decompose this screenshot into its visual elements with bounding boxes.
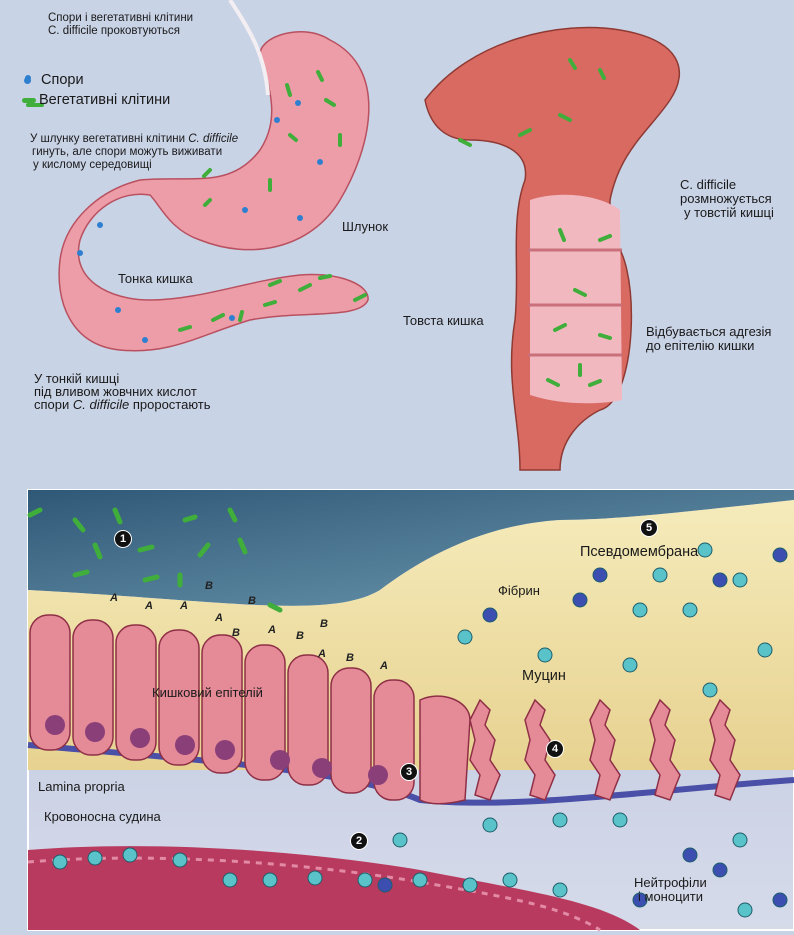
legend-vegetative: Вегетативні клітини <box>22 92 170 108</box>
toxin-b: B <box>205 580 213 592</box>
colon-note: C. difficile розмножується у товстій киш… <box>680 178 774 220</box>
adhesion-note-text: Відбувається адгезія <box>646 324 772 339</box>
toxin-a: A <box>145 600 153 612</box>
legend-vegetative-label: Вегетативні клітини <box>39 92 171 108</box>
colon-note-text: у товстій кишці <box>684 205 774 220</box>
fibrin-label: Фібрин <box>498 583 540 598</box>
toxin-a: A <box>215 612 223 624</box>
toxin-b: B <box>296 630 304 642</box>
vegetative-cells-lumen <box>27 507 283 613</box>
toxin-b: B <box>232 627 240 639</box>
marker-1: 1 <box>114 530 132 548</box>
small-intestine-label: Тонка кишка <box>118 271 193 286</box>
toxin-a: A <box>380 660 388 672</box>
stomach-note-text: у кислому середовищі <box>33 159 152 171</box>
small-intestine-note-text: під вливом жовчних кислот <box>34 384 197 399</box>
lamina-propria-label: Lamina propria <box>38 779 125 794</box>
small-intestine-note-text: спори <box>34 397 73 412</box>
toxin-a: A <box>180 600 188 612</box>
large-intestine-label: Товста кишка <box>403 313 484 328</box>
small-intestine-note-text: проростають <box>129 397 211 412</box>
toxin-a: A <box>318 648 326 660</box>
ingest-note-line: Спори і вегетативні клітини <box>48 12 194 24</box>
neutrophils-text: Нейтрофіли <box>634 875 707 890</box>
immune-cells <box>52 542 788 918</box>
vegetative-cells-top <box>26 58 612 387</box>
large-intestine <box>424 26 681 471</box>
legend-spores: Спори <box>24 72 84 88</box>
stomach-note-species: C. difficile <box>188 133 239 145</box>
marker-5: 5 <box>640 519 658 537</box>
colon-note-text: C. difficile <box>680 177 737 192</box>
toxin-a: A <box>110 592 118 604</box>
stomach-note: У шлунку вегетативні клітини C. difficil… <box>30 133 238 172</box>
small-intestine-note: У тонкій кишці під вливом жовчних кислот… <box>34 372 211 411</box>
colon-note-text: розмножується <box>680 191 772 206</box>
stomach <box>58 0 370 352</box>
stomach-label: Шлунок <box>342 219 389 234</box>
neutrophils-text: і моноцити <box>638 889 703 904</box>
stomach-note-text: гинуть, але спори можуть виживати <box>32 146 223 158</box>
ingest-note: Спори і вегетативні клітини C. difficile… <box>48 12 193 38</box>
small-intestine-note-text: У тонкій кишці <box>34 371 120 386</box>
spore-icon <box>24 76 31 84</box>
marker-3: 3 <box>400 763 418 781</box>
blood-vessel-label: Кровоносна судина <box>44 809 161 824</box>
cell-nuclei <box>45 715 388 785</box>
vegetative-cell-icon <box>22 97 36 103</box>
adhesion-note: Відбувається адгезія до епітелію кишки <box>646 325 771 353</box>
toxin-a: A <box>268 624 276 636</box>
small-intestine-note-species: C. difficile <box>72 397 130 412</box>
epithelium-label: Кишковий епітелій <box>152 685 263 700</box>
stomach-note-text: У шлунку вегетативні клітини <box>30 133 189 145</box>
toxin-b: B <box>320 618 328 630</box>
toxin-b: B <box>248 595 256 607</box>
neutrophils-label: Нейтрофіли і моноцити <box>634 876 707 904</box>
epithelial-cells <box>29 614 741 805</box>
mucin-label: Муцин <box>522 668 566 684</box>
toxin-b: B <box>346 652 354 664</box>
adhesion-note-text: до епітелію кишки <box>646 338 755 353</box>
marker-4: 4 <box>546 740 564 758</box>
bacteria-top <box>25 75 323 343</box>
pseudomembrane-label: Псевдомембрана <box>580 544 699 560</box>
ingest-note-line: C. difficile проковтуються <box>48 25 181 37</box>
marker-2: 2 <box>350 832 368 850</box>
legend-spores-label: Спори <box>41 72 84 88</box>
